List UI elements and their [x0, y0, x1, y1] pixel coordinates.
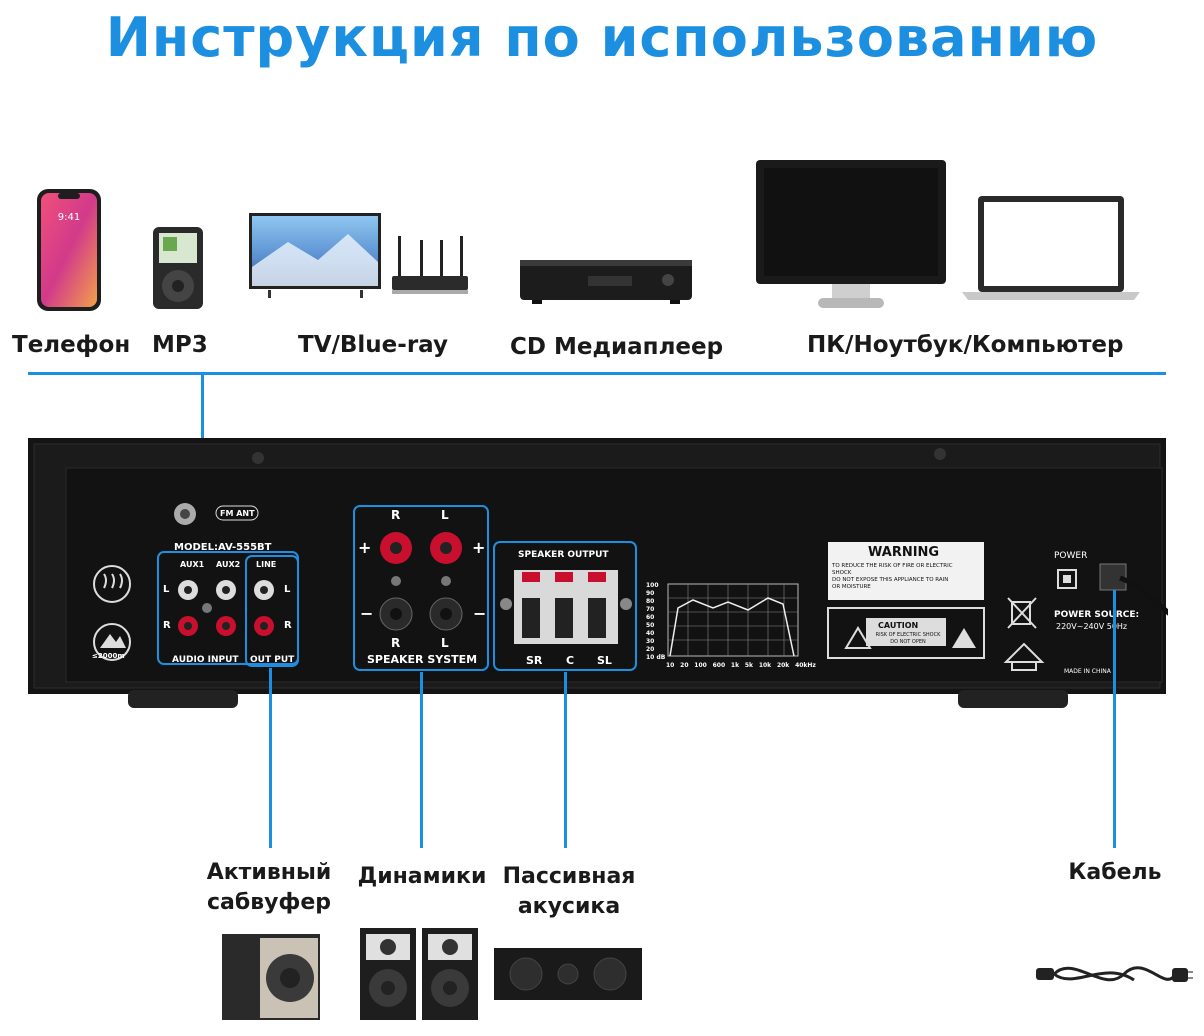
sp-l-bottom: L	[441, 636, 449, 650]
line-label: LINE	[256, 560, 277, 569]
eq-y-tick: 70	[646, 606, 655, 613]
tv-icon	[249, 213, 381, 298]
model-label: MODEL:AV-555BT	[174, 542, 272, 553]
power-cable-icon	[1036, 966, 1193, 982]
sp-plus-right: +	[472, 538, 486, 557]
c-label: C	[566, 654, 575, 667]
laptop-icon	[962, 196, 1140, 300]
eq-x-tick: 20	[680, 662, 689, 669]
label-pc: ПК/Ноутбук/Компьютер	[807, 332, 1124, 358]
eq-y-tick: 30	[646, 638, 655, 645]
label-subwoofer: Активный сабвуфер	[206, 860, 332, 915]
bookshelf-speakers-icon	[360, 928, 478, 1020]
power-label: POWER	[1054, 551, 1088, 561]
connector-line-passive	[564, 672, 567, 848]
warning-line: DO NOT EXPOSE THIS APPLIANCE TO RAIN	[832, 577, 949, 583]
warning-line: TO REDUCE THE RISK OF FIRE OR ELECTRIC	[832, 563, 953, 569]
caution-text: RISK OF ELECTRIC SHOCK DO NOT OPEN	[868, 632, 948, 646]
label-passive: Пассивная акусика	[502, 864, 636, 919]
sp-plus-left: +	[358, 538, 372, 557]
eq-x-tick: 100	[694, 662, 707, 669]
eq-x-tick: 20k	[776, 662, 790, 669]
connector-line-subwoofer	[269, 668, 272, 848]
fm-ant-label: FM ANT	[220, 509, 255, 518]
sp-r-bottom: R	[391, 636, 401, 650]
aux2-label: AUX2	[216, 560, 241, 569]
eq-y-tick: 100	[646, 582, 659, 589]
altitude-label: ≤2000m	[92, 652, 125, 660]
caution-line: DO NOT OPEN	[890, 639, 926, 645]
sp-minus-right: −	[473, 604, 487, 623]
warning-line: OR MOISTURE	[832, 584, 871, 590]
warning-title: WARNING	[868, 545, 940, 560]
sp-r-top: R	[391, 508, 401, 522]
eq-y-ticks: 100 90 80 70 60 50 40 30 20 10 dB	[646, 582, 666, 664]
power-value-label: 220V~240V 50Hz	[1056, 622, 1128, 631]
sp-minus-left: −	[360, 604, 374, 623]
eq-x-ticks: 10 20 100 600 1k 5k 10k 20k 40kHz	[666, 662, 816, 669]
label-tv: TV/Blue-ray	[298, 332, 448, 358]
power-source-label: POWER SOURCE:	[1054, 610, 1140, 620]
l-label-in: L	[163, 584, 170, 595]
mp3-player-icon	[153, 227, 203, 309]
sl-label: SL	[597, 654, 612, 667]
label-mp3: MP3	[152, 332, 208, 358]
amplifier-rear-panel	[28, 438, 1168, 708]
eq-y-tick: 10 dB	[646, 654, 666, 661]
subwoofer-icon	[222, 934, 320, 1020]
sr-label: SR	[526, 654, 543, 667]
speaker-system-label: SPEAKER SYSTEM	[367, 653, 478, 666]
speaker-output-label: SPEAKER OUTPUT	[518, 550, 609, 560]
caution-title: CAUTION	[878, 621, 919, 630]
eq-y-tick: 50	[646, 622, 655, 629]
center-speaker-icon	[494, 948, 642, 1000]
eq-y-tick: 90	[646, 590, 655, 597]
r-label-in: R	[163, 620, 171, 631]
monitor-icon	[756, 160, 946, 308]
r-label-out: R	[284, 620, 292, 631]
eq-y-tick: 40	[646, 630, 655, 637]
output-label: OUT PUT	[250, 655, 295, 665]
page-title: Инструкция по использованию	[105, 6, 1099, 69]
connector-line-speakers	[420, 672, 423, 848]
svg-text:9:41: 9:41	[58, 212, 80, 223]
made-in-label: MADE IN CHINA	[1064, 668, 1111, 675]
warning-line: SHOCK	[832, 570, 852, 576]
caution-line: RISK OF ELECTRIC SHOCK	[875, 632, 941, 638]
label-phone: Телефон	[12, 332, 131, 358]
smartphone-icon: 9:41	[37, 189, 101, 311]
label-speakers: Динамики	[357, 864, 487, 889]
eq-y-tick: 20	[646, 646, 655, 653]
warning-text: TO REDUCE THE RISK OF FIRE OR ELECTRIC S…	[832, 563, 982, 591]
eq-x-tick: 600	[712, 662, 726, 669]
connector-line-cable	[1113, 590, 1116, 848]
l-label-out: L	[284, 584, 291, 595]
eq-x-tick: 40kHz	[795, 662, 816, 669]
router-icon	[392, 236, 468, 294]
eq-x-tick: 10	[666, 662, 675, 669]
eq-x-tick: 10k	[758, 662, 772, 669]
cd-player-icon	[520, 260, 692, 304]
eq-x-tick: 5k	[744, 662, 754, 669]
connector-line-top	[28, 372, 1166, 375]
eq-x-tick: 1k	[730, 662, 740, 669]
label-cable: Кабель	[1068, 860, 1162, 885]
label-cd: CD Медиаплеер	[510, 334, 724, 360]
eq-y-tick: 60	[646, 614, 655, 621]
eq-y-tick: 80	[646, 598, 655, 605]
audio-input-label: AUDIO INPUT	[172, 655, 239, 665]
sp-l-top: L	[441, 508, 449, 522]
aux1-label: AUX1	[180, 560, 205, 569]
